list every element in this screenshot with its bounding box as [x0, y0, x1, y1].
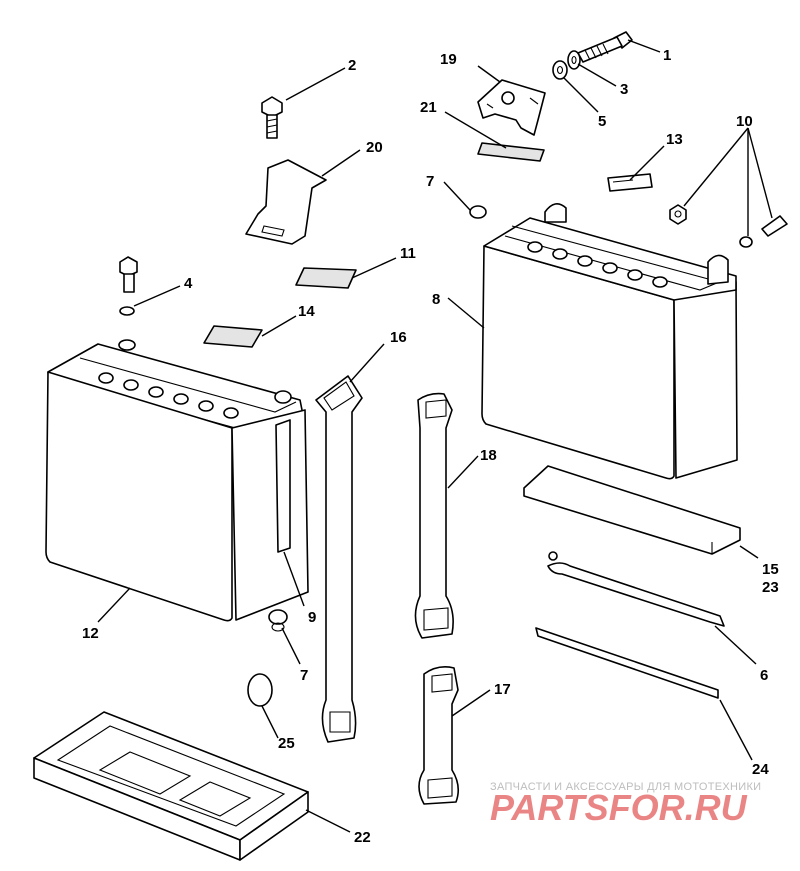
callout-10: 10 — [736, 113, 753, 130]
part-11-pad — [295, 267, 357, 289]
callout-17: 17 — [494, 681, 511, 698]
part-4-bolt — [119, 256, 138, 316]
part-14-pad — [203, 325, 263, 348]
part-18-strap — [414, 392, 454, 639]
part-5-nut — [552, 60, 568, 80]
watermark: ЗАПЧАСТИ И АКСЕССУАРЫ ДЛЯ МОТОТЕХНИКИ PA… — [490, 781, 761, 828]
callout-23: 23 — [762, 579, 779, 596]
callout-2: 2 — [348, 57, 356, 74]
part-2-bolt — [261, 96, 283, 139]
callout-5: 5 — [598, 113, 606, 130]
callout-21: 21 — [420, 99, 437, 116]
callout-11: 11 — [400, 245, 416, 262]
callout-15: 15 — [762, 561, 779, 578]
part-24-strip — [535, 627, 719, 699]
callout-12: 12 — [82, 625, 99, 642]
callout-7-top: 7 — [426, 173, 434, 190]
watermark-brand: PARTSFOR.RU — [490, 787, 748, 828]
part-20-bracket — [245, 159, 327, 245]
part-15-pad — [523, 465, 741, 555]
part-7-clip-top — [469, 205, 487, 219]
part-13-label — [607, 173, 653, 192]
callout-22: 22 — [354, 829, 371, 846]
part-17-strap — [418, 666, 460, 805]
callout-19: 19 — [440, 51, 457, 68]
callout-3: 3 — [620, 81, 628, 98]
callout-25: 25 — [278, 735, 295, 752]
callout-labels: 1 2 3 4 5 6 7 7 8 9 10 11 12 13 14 15 16… — [82, 47, 779, 846]
leader-lines — [97, 39, 773, 833]
part-21-pad — [477, 142, 545, 162]
callout-20: 20 — [366, 139, 383, 156]
callout-16: 16 — [390, 329, 407, 346]
part-7-clip-bottom — [268, 609, 288, 632]
part-1-bolt — [577, 31, 633, 63]
callout-4: 4 — [184, 275, 193, 292]
part-16-strap — [315, 375, 363, 743]
part-8-battery — [481, 203, 738, 480]
part-3-washer — [567, 50, 581, 70]
part-25-cap — [247, 673, 273, 707]
callout-24: 24 — [752, 761, 769, 778]
part-10-hardware — [669, 204, 788, 248]
part-19-bracket — [477, 79, 546, 136]
callout-13: 13 — [666, 131, 683, 148]
watermark-tagline: ЗАПЧАСТИ И АКСЕССУАРЫ ДЛЯ МОТОТЕХНИКИ — [490, 781, 761, 793]
callout-7-bottom: 7 — [300, 667, 308, 684]
callout-8: 8 — [432, 291, 440, 308]
callout-9: 9 — [308, 609, 316, 626]
part-22-tray — [33, 711, 309, 861]
callout-14: 14 — [298, 303, 315, 320]
callout-18: 18 — [480, 447, 497, 464]
callout-1: 1 — [663, 47, 671, 64]
callout-6: 6 — [760, 667, 768, 684]
part-12-battery — [45, 339, 309, 622]
part-6-cable — [547, 551, 725, 627]
